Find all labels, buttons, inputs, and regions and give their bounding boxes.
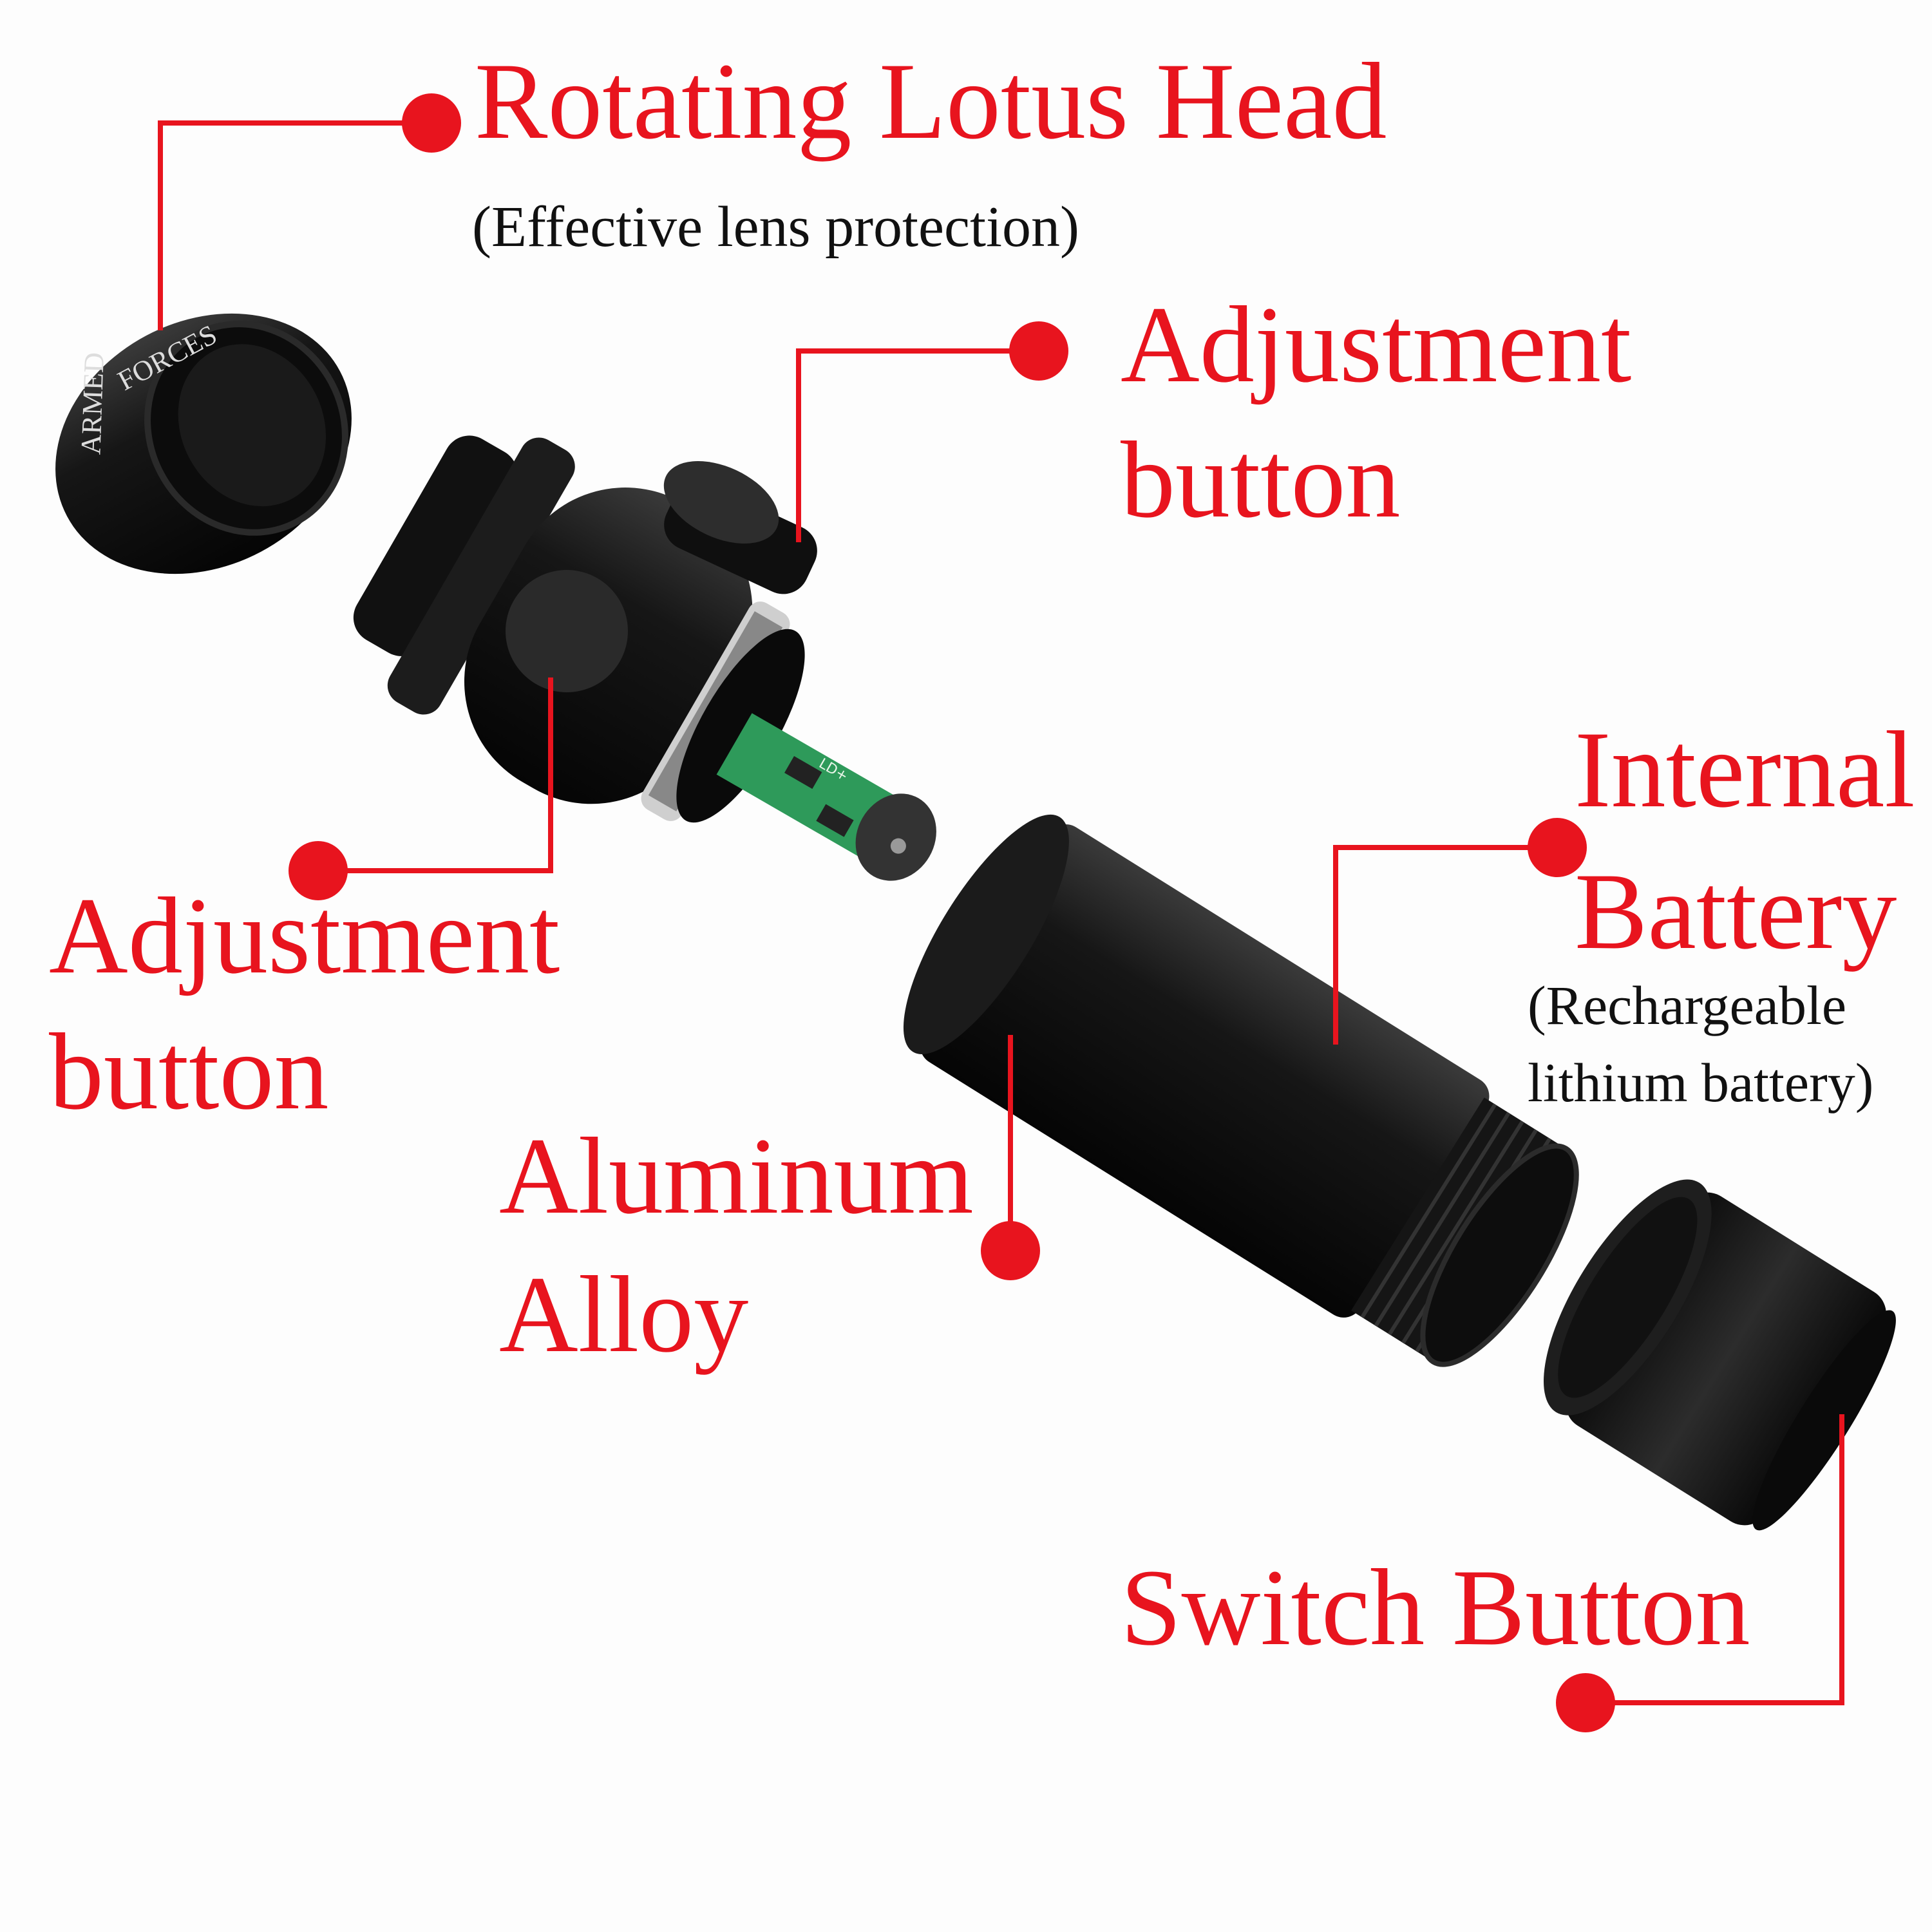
label-switch-button: Switch Button (1121, 1547, 1750, 1668)
leader-lotus-head (158, 120, 431, 330)
laser-pcb: LD+ (716, 713, 936, 881)
label-adjust-top-line1: Adjustment (1121, 284, 1632, 405)
label-aluminum-line1: Aluminum (499, 1115, 974, 1236)
leader-adjust-top (796, 348, 1039, 542)
label-lotus-head: Rotating Lotus Head (475, 41, 1387, 162)
callout-dot-adjust-left (289, 841, 348, 900)
lotus-head-ring: ARMED FORCES (55, 313, 352, 574)
callout-dot-lotus-head (402, 93, 461, 153)
label-battery-sub1: (Rechargeable (1528, 974, 1847, 1036)
label-battery-line1: Internal (1575, 709, 1915, 830)
label-adjust-top-line2: button (1121, 419, 1401, 540)
leader-adjust-left (318, 677, 553, 873)
switch-end-cap (1544, 1179, 1896, 1531)
leader-switch (1586, 1414, 1844, 1705)
battery-tube (903, 814, 1579, 1367)
callout-dot-switch (1556, 1673, 1615, 1732)
label-battery-sub2: lithium battery) (1528, 1052, 1874, 1113)
label-adjust-left-line1: Adjustment (49, 875, 560, 996)
label-battery-line2: Battery (1575, 851, 1897, 972)
label-aluminum-line2: Alloy (499, 1254, 749, 1375)
callout-dot-battery (1528, 818, 1587, 877)
leader-battery (1333, 845, 1557, 1045)
label-lotus-head-subtitle: (Effective lens protection) (472, 195, 1079, 259)
top-adjustment-knob (663, 460, 817, 594)
label-adjust-left-line2: button (49, 1011, 329, 1132)
callout-dot-adjust-top (1009, 321, 1068, 381)
engraving-armed: ARMED (75, 352, 110, 455)
side-adjustment-knob (506, 570, 628, 692)
callout-dot-aluminum (981, 1221, 1040, 1280)
laser-head-body (353, 435, 805, 823)
